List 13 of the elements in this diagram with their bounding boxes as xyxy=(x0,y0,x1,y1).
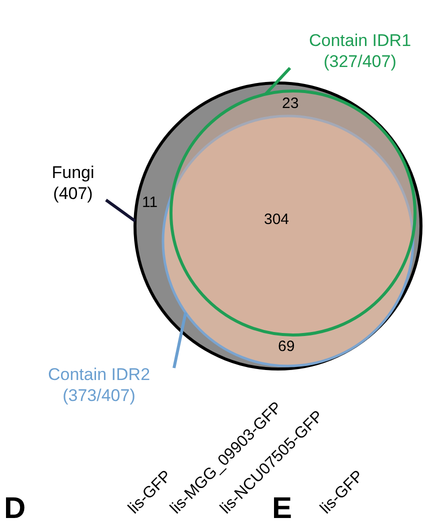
leader-line xyxy=(105,198,136,222)
venn-circle xyxy=(163,116,413,366)
venn-circle xyxy=(135,83,421,369)
region-count: 304 xyxy=(264,211,290,228)
venn-circle xyxy=(171,91,415,335)
region-count: 69 xyxy=(278,338,295,355)
set-label: Contain IDR1 (327/407) xyxy=(290,30,430,72)
leader-line xyxy=(264,66,292,96)
region-count: 23 xyxy=(282,95,299,112)
set-label: Contain IDR2 (373/407) xyxy=(24,364,174,406)
set-label: Fungi (407) xyxy=(40,162,106,204)
region-count: 11 xyxy=(142,194,158,211)
panel-letter: D xyxy=(4,494,26,524)
